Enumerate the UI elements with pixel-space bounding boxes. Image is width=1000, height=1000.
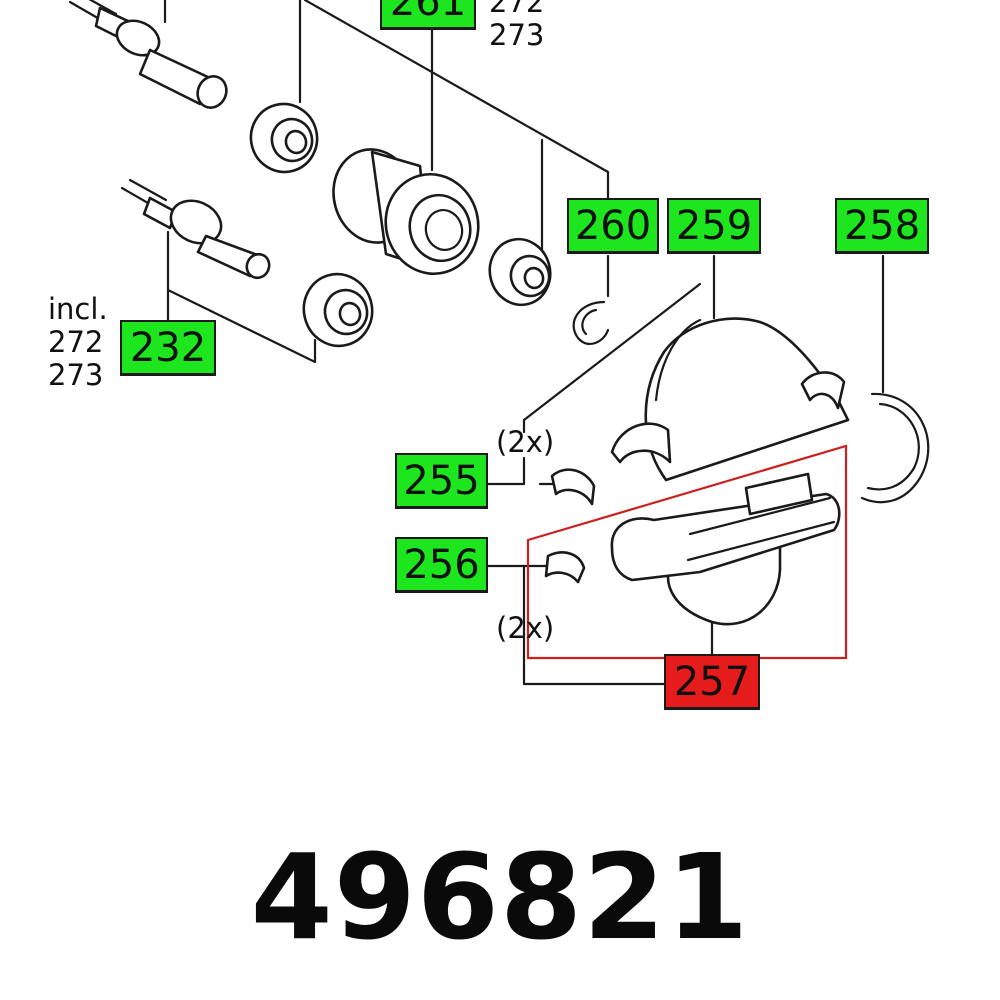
housing-upper-icon — [610, 317, 850, 482]
segment-upper-icon — [550, 468, 596, 506]
segment-lower-icon — [544, 551, 586, 584]
note-top-includes: 272 273 — [489, 0, 544, 52]
callout-255[interactable]: 255 — [395, 453, 488, 509]
note-left-includes: incl. 272 273 — [48, 293, 108, 392]
housing-lower-icon — [610, 472, 841, 626]
note-incl: incl. — [48, 292, 108, 326]
callout-261[interactable]: 261 — [380, 0, 476, 30]
callout-258[interactable]: 258 — [835, 198, 929, 254]
note-top-273: 273 — [489, 18, 545, 52]
shaft-lower-icon — [120, 178, 271, 280]
retaining-ring-icon — [860, 392, 930, 504]
callout-259[interactable]: 259 — [667, 198, 761, 254]
part-number: 496821 — [250, 828, 750, 966]
leader-lines — [163, 0, 885, 686]
bearing-lower-icon — [302, 272, 374, 348]
callout-260[interactable]: 260 — [567, 198, 659, 254]
qty-256: (2x) — [496, 611, 555, 645]
callout-256[interactable]: 256 — [395, 537, 488, 593]
circlip-icon — [572, 300, 610, 346]
qty-255: (2x) — [496, 425, 555, 459]
note-top-272: 272 — [489, 0, 545, 19]
highlight-frame — [526, 444, 848, 660]
bearing-top-icon — [249, 102, 319, 174]
callout-257[interactable]: 257 — [664, 654, 760, 710]
shaft-top-icon — [68, 0, 228, 109]
note-left-272: 272 — [48, 325, 104, 359]
note-left-273: 273 — [48, 358, 104, 392]
bearing-middle-icon — [488, 237, 552, 307]
pulley-icon — [332, 148, 480, 276]
callout-232[interactable]: 232 — [120, 320, 216, 376]
